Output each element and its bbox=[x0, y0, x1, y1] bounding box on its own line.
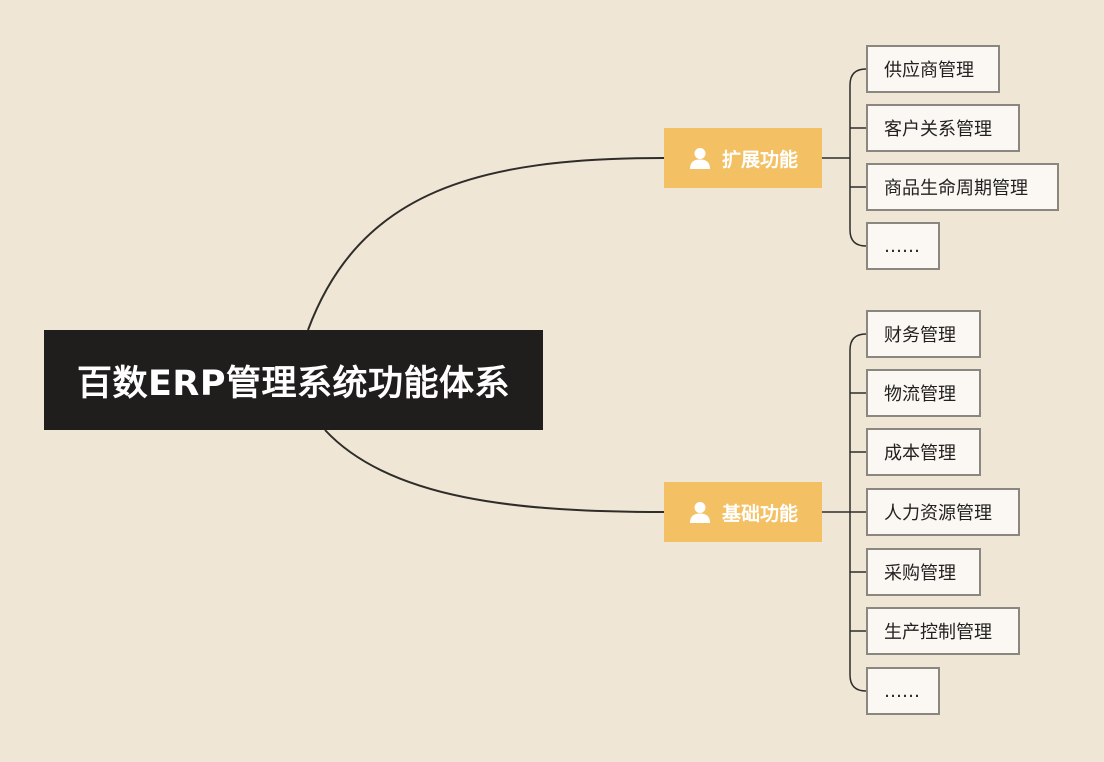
root-node: 百数ERP管理系统功能体系 bbox=[44, 330, 543, 430]
leaf-label: …… bbox=[884, 680, 920, 702]
root-to-basic-line bbox=[324, 429, 665, 513]
branch-label: 扩展功能 bbox=[721, 148, 798, 171]
leaf-label: 生产控制管理 bbox=[884, 622, 992, 643]
leaf-label: 采购管理 bbox=[884, 563, 956, 584]
leaf-node: 物流管理 bbox=[866, 369, 981, 417]
leaf-node: …… bbox=[866, 667, 940, 715]
extended-bracket bbox=[822, 68, 867, 247]
leaf-label: 供应商管理 bbox=[884, 60, 974, 81]
leaf-node: …… bbox=[866, 222, 940, 270]
branch-extended-functions: 扩展功能 bbox=[664, 128, 822, 188]
leaf-node: 客户关系管理 bbox=[866, 104, 1020, 152]
leaf-label: 财务管理 bbox=[884, 325, 956, 346]
root-title: 百数ERP管理系统功能体系 bbox=[76, 363, 510, 404]
root-to-extended-line bbox=[307, 157, 665, 331]
leaf-label: 物流管理 bbox=[884, 384, 956, 405]
user-icon bbox=[689, 502, 710, 523]
branch-basic-functions: 基础功能 bbox=[664, 482, 822, 542]
leaf-node: 采购管理 bbox=[866, 548, 981, 596]
leaf-node: 财务管理 bbox=[866, 310, 981, 358]
basic-bracket bbox=[822, 333, 867, 692]
leaf-node: 商品生命周期管理 bbox=[866, 163, 1059, 211]
leaf-node: 人力资源管理 bbox=[866, 488, 1020, 536]
leaf-node: 成本管理 bbox=[866, 428, 981, 476]
leaf-node: 生产控制管理 bbox=[866, 607, 1020, 655]
leaf-label: 人力资源管理 bbox=[884, 503, 992, 524]
leaf-label: 成本管理 bbox=[884, 443, 956, 464]
leaf-label: …… bbox=[884, 235, 920, 257]
branch-label: 基础功能 bbox=[721, 502, 798, 525]
user-icon bbox=[689, 148, 710, 169]
leaf-label: 商品生命周期管理 bbox=[884, 178, 1028, 199]
leaf-label: 客户关系管理 bbox=[884, 119, 992, 140]
leaf-node: 供应商管理 bbox=[866, 45, 1000, 93]
